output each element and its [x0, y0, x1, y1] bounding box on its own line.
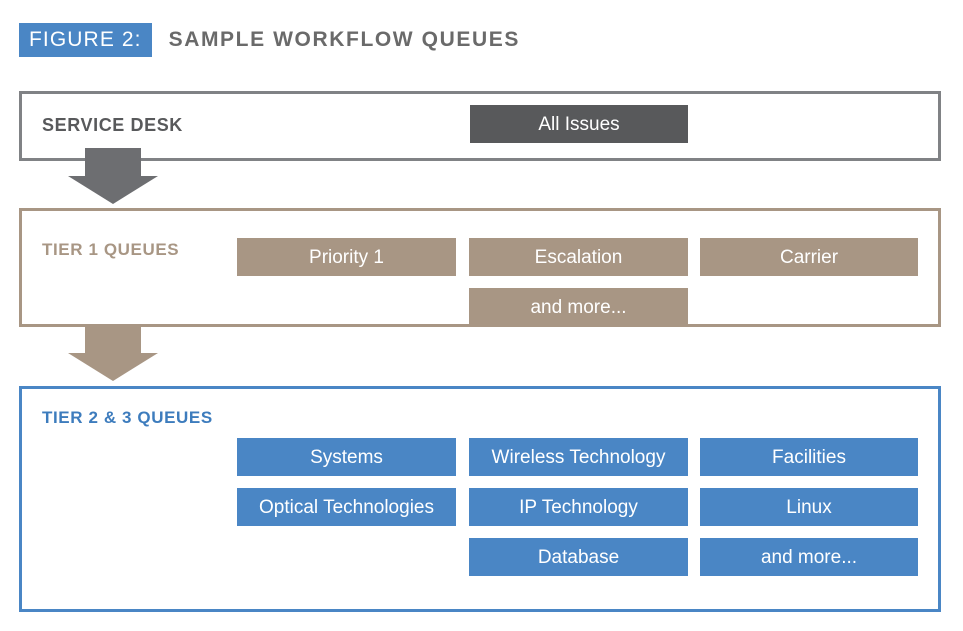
queue-chip-all-issues[interactable]: All Issues: [470, 105, 688, 143]
queue-chip-database[interactable]: Database: [469, 538, 688, 576]
arrow-down-icon-shaft: [85, 325, 141, 353]
queue-chip-ip-technology[interactable]: IP Technology: [469, 488, 688, 526]
queue-chip-optical-technologies[interactable]: Optical Technologies: [237, 488, 456, 526]
arrow-down-icon-head: [68, 176, 158, 204]
figure-number-badge: FIGURE 2:: [19, 23, 152, 57]
arrow-down-icon-head: [68, 353, 158, 381]
figure-title-row: FIGURE 2: SAMPLE WORKFLOW QUEUES: [19, 22, 520, 58]
queue-chip-carrier[interactable]: Carrier: [700, 238, 918, 276]
queue-chip-tier1-and-more[interactable]: and more...: [469, 288, 688, 326]
arrow-down-icon-shaft: [85, 148, 141, 176]
section-label-tier2-3-queues: TIER 2 & 3 QUEUES: [42, 408, 213, 427]
section-label-tier1-queues: TIER 1 QUEUES: [42, 240, 180, 259]
page-title: SAMPLE WORKFLOW QUEUES: [168, 28, 520, 51]
section-label-service-desk: SERVICE DESK: [42, 115, 183, 135]
queue-chip-wireless-technology[interactable]: Wireless Technology: [469, 438, 688, 476]
queue-chip-facilities[interactable]: Facilities: [700, 438, 918, 476]
section-service-desk: SERVICE DESK All Issues: [19, 91, 941, 161]
queue-chip-tier2-and-more[interactable]: and more...: [700, 538, 918, 576]
queue-chip-escalation[interactable]: Escalation: [469, 238, 688, 276]
section-tier2-3-queues: TIER 2 & 3 QUEUES Systems Wireless Techn…: [19, 386, 941, 612]
queue-chip-linux[interactable]: Linux: [700, 488, 918, 526]
queue-chip-priority-1[interactable]: Priority 1: [237, 238, 456, 276]
queue-chip-systems[interactable]: Systems: [237, 438, 456, 476]
section-tier1-queues: TIER 1 QUEUES Priority 1 Escalation Carr…: [19, 208, 941, 327]
